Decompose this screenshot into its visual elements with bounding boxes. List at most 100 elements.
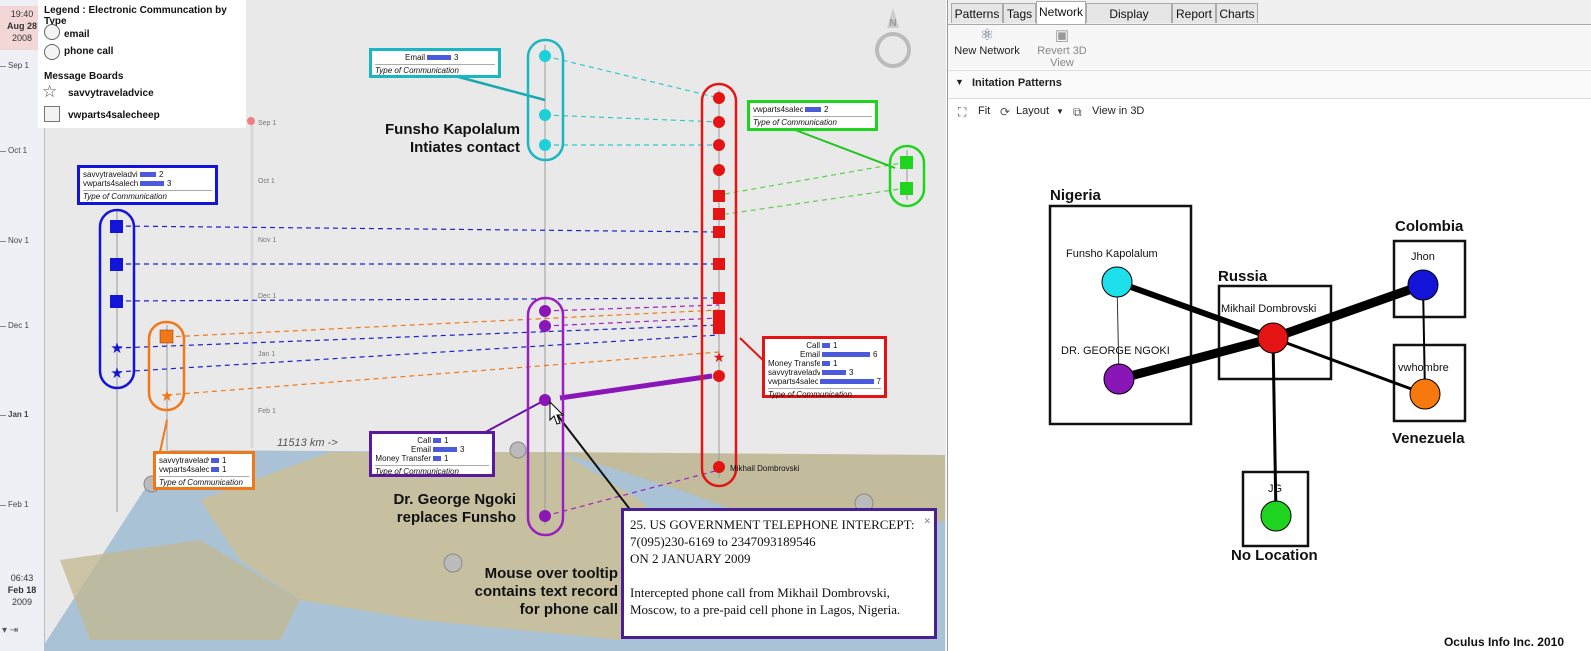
- time-start-date: Aug 28: [6, 21, 37, 31]
- event-markers[interactable]: ★★ ★ ★: [110, 50, 913, 522]
- node-label-vwhombre: vwhombre: [1398, 362, 1449, 374]
- map-rotate-button-icon[interactable]: [509, 441, 527, 459]
- edge-mikhail-jg: [1271, 337, 1278, 517]
- new-network-button[interactable]: ⚛ New Network: [954, 27, 1020, 57]
- info-box-row-label: vwparts4salechee: [83, 179, 138, 188]
- info-box-row-value: 2: [824, 105, 829, 114]
- info-box-row-value: 3: [454, 53, 459, 62]
- tab-charts[interactable]: Charts: [1216, 3, 1258, 23]
- info-box-row: vwparts4salechee3: [83, 179, 212, 188]
- view-in-3d-button[interactable]: View in 3D: [1092, 105, 1145, 117]
- time-start-block: 19:40 Aug 28 2008: [0, 6, 44, 50]
- time-slider[interactable]: 19:40 Aug 28 2008 Sep 1 Oct 1 Nov 1 Dec …: [0, 0, 45, 651]
- tooltip-line: ON 2 JANUARY 2009: [630, 551, 751, 566]
- info-box-row-bar: [805, 107, 821, 112]
- group-capsule-cyan[interactable]: [526, 38, 565, 162]
- group-capsule-purple[interactable]: [526, 296, 565, 537]
- info-box-row: savvytraveladvic3: [768, 368, 881, 377]
- info-box-row-label: vwparts4salechee: [753, 105, 803, 114]
- axis-label: Jan 1: [258, 351, 276, 358]
- time-end-clock: 06:43: [10, 573, 34, 583]
- legend-board1-label: savvytraveladvice: [68, 88, 154, 99]
- info-box-row-value: 1: [444, 454, 449, 463]
- node-george[interactable]: [1103, 363, 1135, 395]
- layout-icon: ⟳: [1000, 105, 1011, 119]
- country-box-nigeria: [1048, 204, 1193, 426]
- revert-3d-view-button[interactable]: ▣ Revert 3D View: [1024, 27, 1100, 69]
- info-box-row-label: Email: [410, 445, 431, 454]
- new-network-label: New Network: [954, 45, 1020, 57]
- group-capsule-blue[interactable]: [98, 208, 136, 390]
- tab-patterns[interactable]: Patterns: [951, 3, 1003, 23]
- tooltip-close-icon[interactable]: ✕: [923, 516, 931, 526]
- node-funsho[interactable]: [1101, 266, 1133, 298]
- network-graph[interactable]: [948, 126, 1591, 626]
- tab-report[interactable]: Report: [1172, 3, 1216, 23]
- compass-icon[interactable]: N: [875, 8, 911, 68]
- tab-display-settings[interactable]: Display Settings: [1086, 3, 1172, 41]
- edge-jhon-vwhombre: [1422, 284, 1426, 395]
- layout-dropdown[interactable]: Layout: [1016, 105, 1050, 117]
- info-box-row: savvytraveladvic1: [159, 456, 249, 465]
- info-box-row: vwparts4salechee 2: [753, 105, 872, 114]
- info-box-caption: Type of Communication: [159, 476, 249, 487]
- node-jhon[interactable]: [1407, 269, 1439, 301]
- time-tick: Sep 1: [0, 61, 29, 70]
- group-capsule-orange[interactable]: [147, 320, 186, 412]
- map-land-africa: [200, 452, 700, 640]
- info-box-row-label: vwparts4salechee: [159, 465, 209, 474]
- info-box-blue[interactable]: savvytraveladvic2vwparts4salechee3Type o…: [77, 165, 218, 205]
- info-box-caption: Type of Communication: [768, 388, 881, 399]
- info-box-row-label: Email: [404, 53, 425, 62]
- info-box-green[interactable]: vwparts4salechee2Type of Communication: [747, 100, 878, 131]
- node-jg[interactable]: [1260, 500, 1292, 532]
- info-box-row-value: 1: [444, 436, 449, 445]
- connector-cyan: [454, 74, 546, 102]
- annotation-line: for phone call: [519, 601, 618, 618]
- info-box-row-bar: [822, 361, 830, 366]
- info-box-row-label: Email: [799, 350, 820, 359]
- info-box-row-label: savvytraveladvic: [768, 368, 820, 377]
- legend-phone-label: phone call: [64, 46, 114, 57]
- fit-icon: ⛶: [958, 105, 967, 119]
- axis-label: Dec 1: [258, 293, 277, 300]
- layout-dropdown-arrow-icon[interactable]: ▼: [1056, 107, 1064, 116]
- group-capsule-red[interactable]: [700, 82, 738, 488]
- tab-tags[interactable]: Tags: [1003, 3, 1036, 23]
- time-tick: Feb 1: [0, 500, 29, 509]
- info-box-row-label: vwparts4salechee: [768, 377, 818, 386]
- node-mikhail[interactable]: [1257, 322, 1289, 354]
- map-pan-button-icon[interactable]: [443, 553, 463, 573]
- time-expand-icon[interactable]: ▾ ⇥: [2, 625, 19, 636]
- mouse-cursor-icon: [549, 400, 565, 425]
- info-box-row-bar: [433, 438, 441, 443]
- connector-phone-call: [559, 373, 713, 401]
- legend-title: Legend : Electronic Communcation by Type: [44, 5, 227, 27]
- fit-button[interactable]: Fit: [978, 105, 991, 117]
- info-box-row-value: 1: [222, 456, 227, 465]
- node-vwhombre[interactable]: [1409, 378, 1441, 410]
- edge-mikhail-vwhombre: [1272, 336, 1426, 396]
- tooltip-line: Intercepted phone call from Mikhail Domb…: [630, 585, 890, 600]
- time-end-block: 06:43 Feb 18 2009: [0, 572, 44, 608]
- tab-network[interactable]: Network: [1036, 1, 1086, 24]
- group-capsule-green[interactable]: [888, 144, 926, 208]
- country-label-nigeria: Nigeria: [1050, 187, 1101, 204]
- tooltip-spacer: [630, 567, 928, 584]
- tooltip-line: 7(095)230-6169 to 2347093189546: [630, 534, 816, 549]
- patterns-section-header[interactable]: ▼ Initation Patterns: [948, 70, 1591, 99]
- annotation-line: Mouse over tooltip: [484, 565, 618, 582]
- geo-time-view[interactable]: ★★ ★ ★ N 19:40 Aug 28 2008: [0, 0, 946, 651]
- svg-text:★: ★: [713, 349, 726, 365]
- country-box-colombia: [1392, 239, 1467, 319]
- time-tick: Nov 1: [0, 236, 29, 245]
- annotation-line: Intiates contact: [409, 139, 520, 156]
- collapse-chevron-icon[interactable]: ▼: [955, 77, 964, 87]
- network-toolbar: ⚛ New Network ▣ Revert 3D View: [948, 25, 1591, 69]
- edge-george-mikhail: [1117, 333, 1275, 384]
